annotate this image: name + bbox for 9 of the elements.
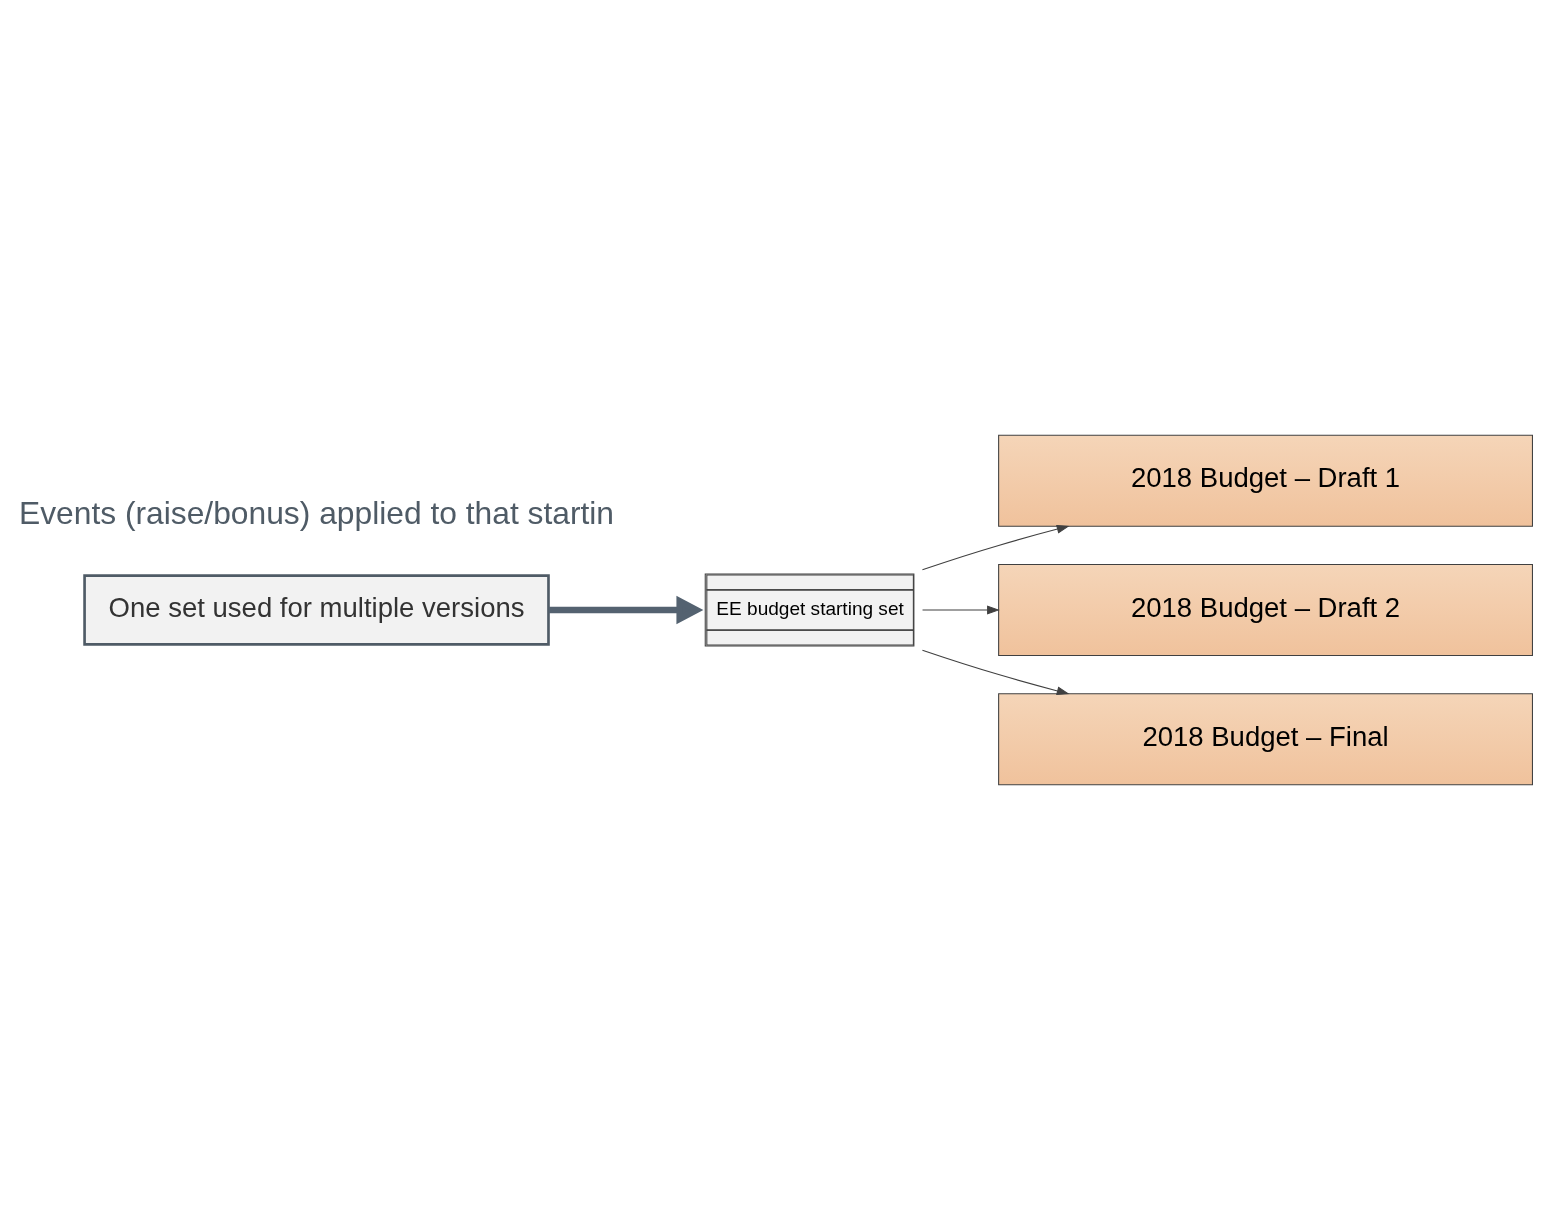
node-box: 2018 Budget – Draft 2	[998, 563, 1533, 657]
node-box: 2018 Budget – Final	[998, 693, 1533, 786]
node-box: 2018 Budget – Draft 1	[998, 434, 1533, 527]
arrow	[921, 524, 1070, 571]
arrow	[922, 605, 1000, 615]
label: Events (raise/bonus) applied to that startin	[19, 494, 615, 531]
arrow	[548, 595, 704, 625]
node-box: One set used for multiple versions	[83, 574, 550, 646]
arrow	[921, 649, 1070, 696]
